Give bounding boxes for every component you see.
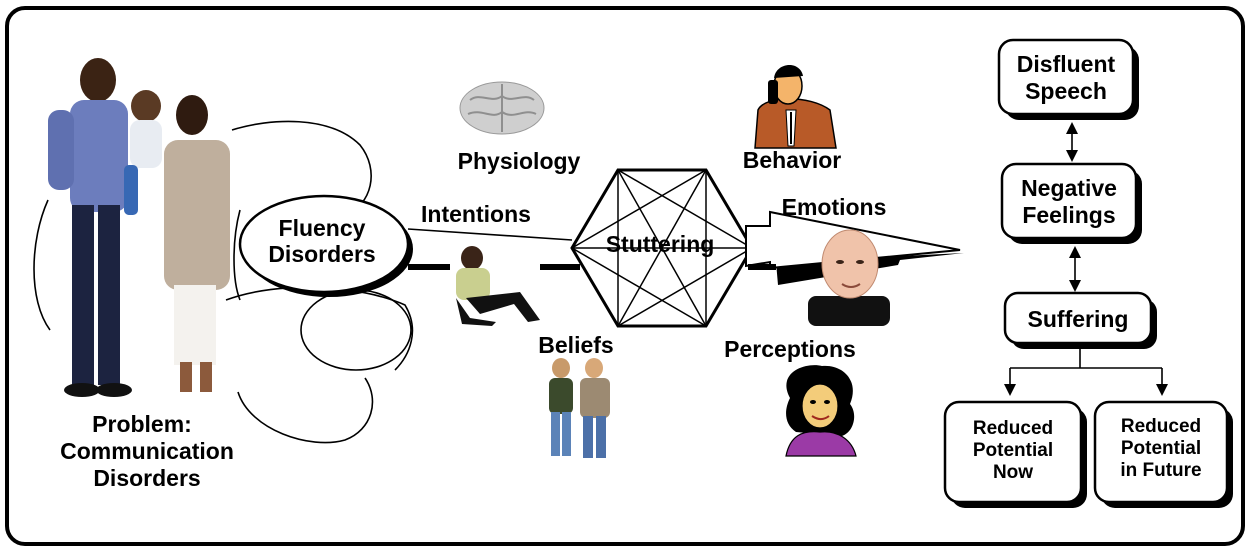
stuttering-label: Stuttering xyxy=(606,231,715,257)
suffering-box xyxy=(1003,291,1153,345)
connector-bar-right xyxy=(540,264,580,270)
man-on-phone-icon xyxy=(754,64,837,149)
physiology-label: Physiology xyxy=(458,148,581,174)
couple-icon xyxy=(549,358,610,458)
branch-arrows xyxy=(1004,349,1168,396)
reduced-future-label-3: in Future xyxy=(1120,460,1201,481)
connector-bar-left xyxy=(408,264,450,270)
beliefs-label: Beliefs xyxy=(538,332,613,358)
disfluent-speech-box xyxy=(997,38,1135,116)
problem-label-3: Disorders xyxy=(93,465,200,491)
cloud-outlines xyxy=(33,120,414,444)
negative-feelings-box xyxy=(1000,162,1138,240)
reduced-now-box xyxy=(943,400,1083,504)
suffering-label: Suffering xyxy=(1028,306,1129,332)
family-photo-icon xyxy=(48,58,230,397)
negative-label-2: Feelings xyxy=(1022,202,1115,228)
reduced-now-label-3: Now xyxy=(993,462,1033,483)
arrow-bar xyxy=(748,264,776,270)
perceptions-label: Perceptions xyxy=(724,336,856,362)
reduced-future-label-2: Potential xyxy=(1121,438,1201,459)
bald-man-icon xyxy=(808,229,890,326)
fluency-label-2: Disorders xyxy=(268,241,375,267)
emotions-label: Emotions xyxy=(782,194,887,220)
double-arrow-2 xyxy=(1069,246,1081,292)
fluency-label-1: Fluency xyxy=(279,215,366,241)
disfluent-label-1: Disfluent xyxy=(1017,51,1116,77)
woman-cartoon-icon xyxy=(785,365,857,457)
sitting-man-icon xyxy=(456,246,540,326)
reduced-now-label-2: Potential xyxy=(973,440,1053,461)
reduced-future-box xyxy=(1093,400,1229,504)
behavior-label: Behavior xyxy=(743,147,841,173)
double-arrow-1 xyxy=(1066,122,1078,162)
reduced-future-label-1: Reduced xyxy=(1121,416,1201,437)
negative-label-1: Negative xyxy=(1021,175,1117,201)
problem-label-1: Problem: xyxy=(92,411,192,437)
stuttering-hexagon xyxy=(570,168,754,328)
reduced-now-label-1: Reduced xyxy=(973,418,1053,439)
disfluent-label-2: Speech xyxy=(1025,78,1107,104)
fluency-ellipse xyxy=(238,194,410,294)
intentions-label: Intentions xyxy=(421,201,531,227)
problem-label-2: Communication xyxy=(60,438,234,464)
connector-thin xyxy=(407,228,573,241)
brain-icon xyxy=(459,81,545,135)
